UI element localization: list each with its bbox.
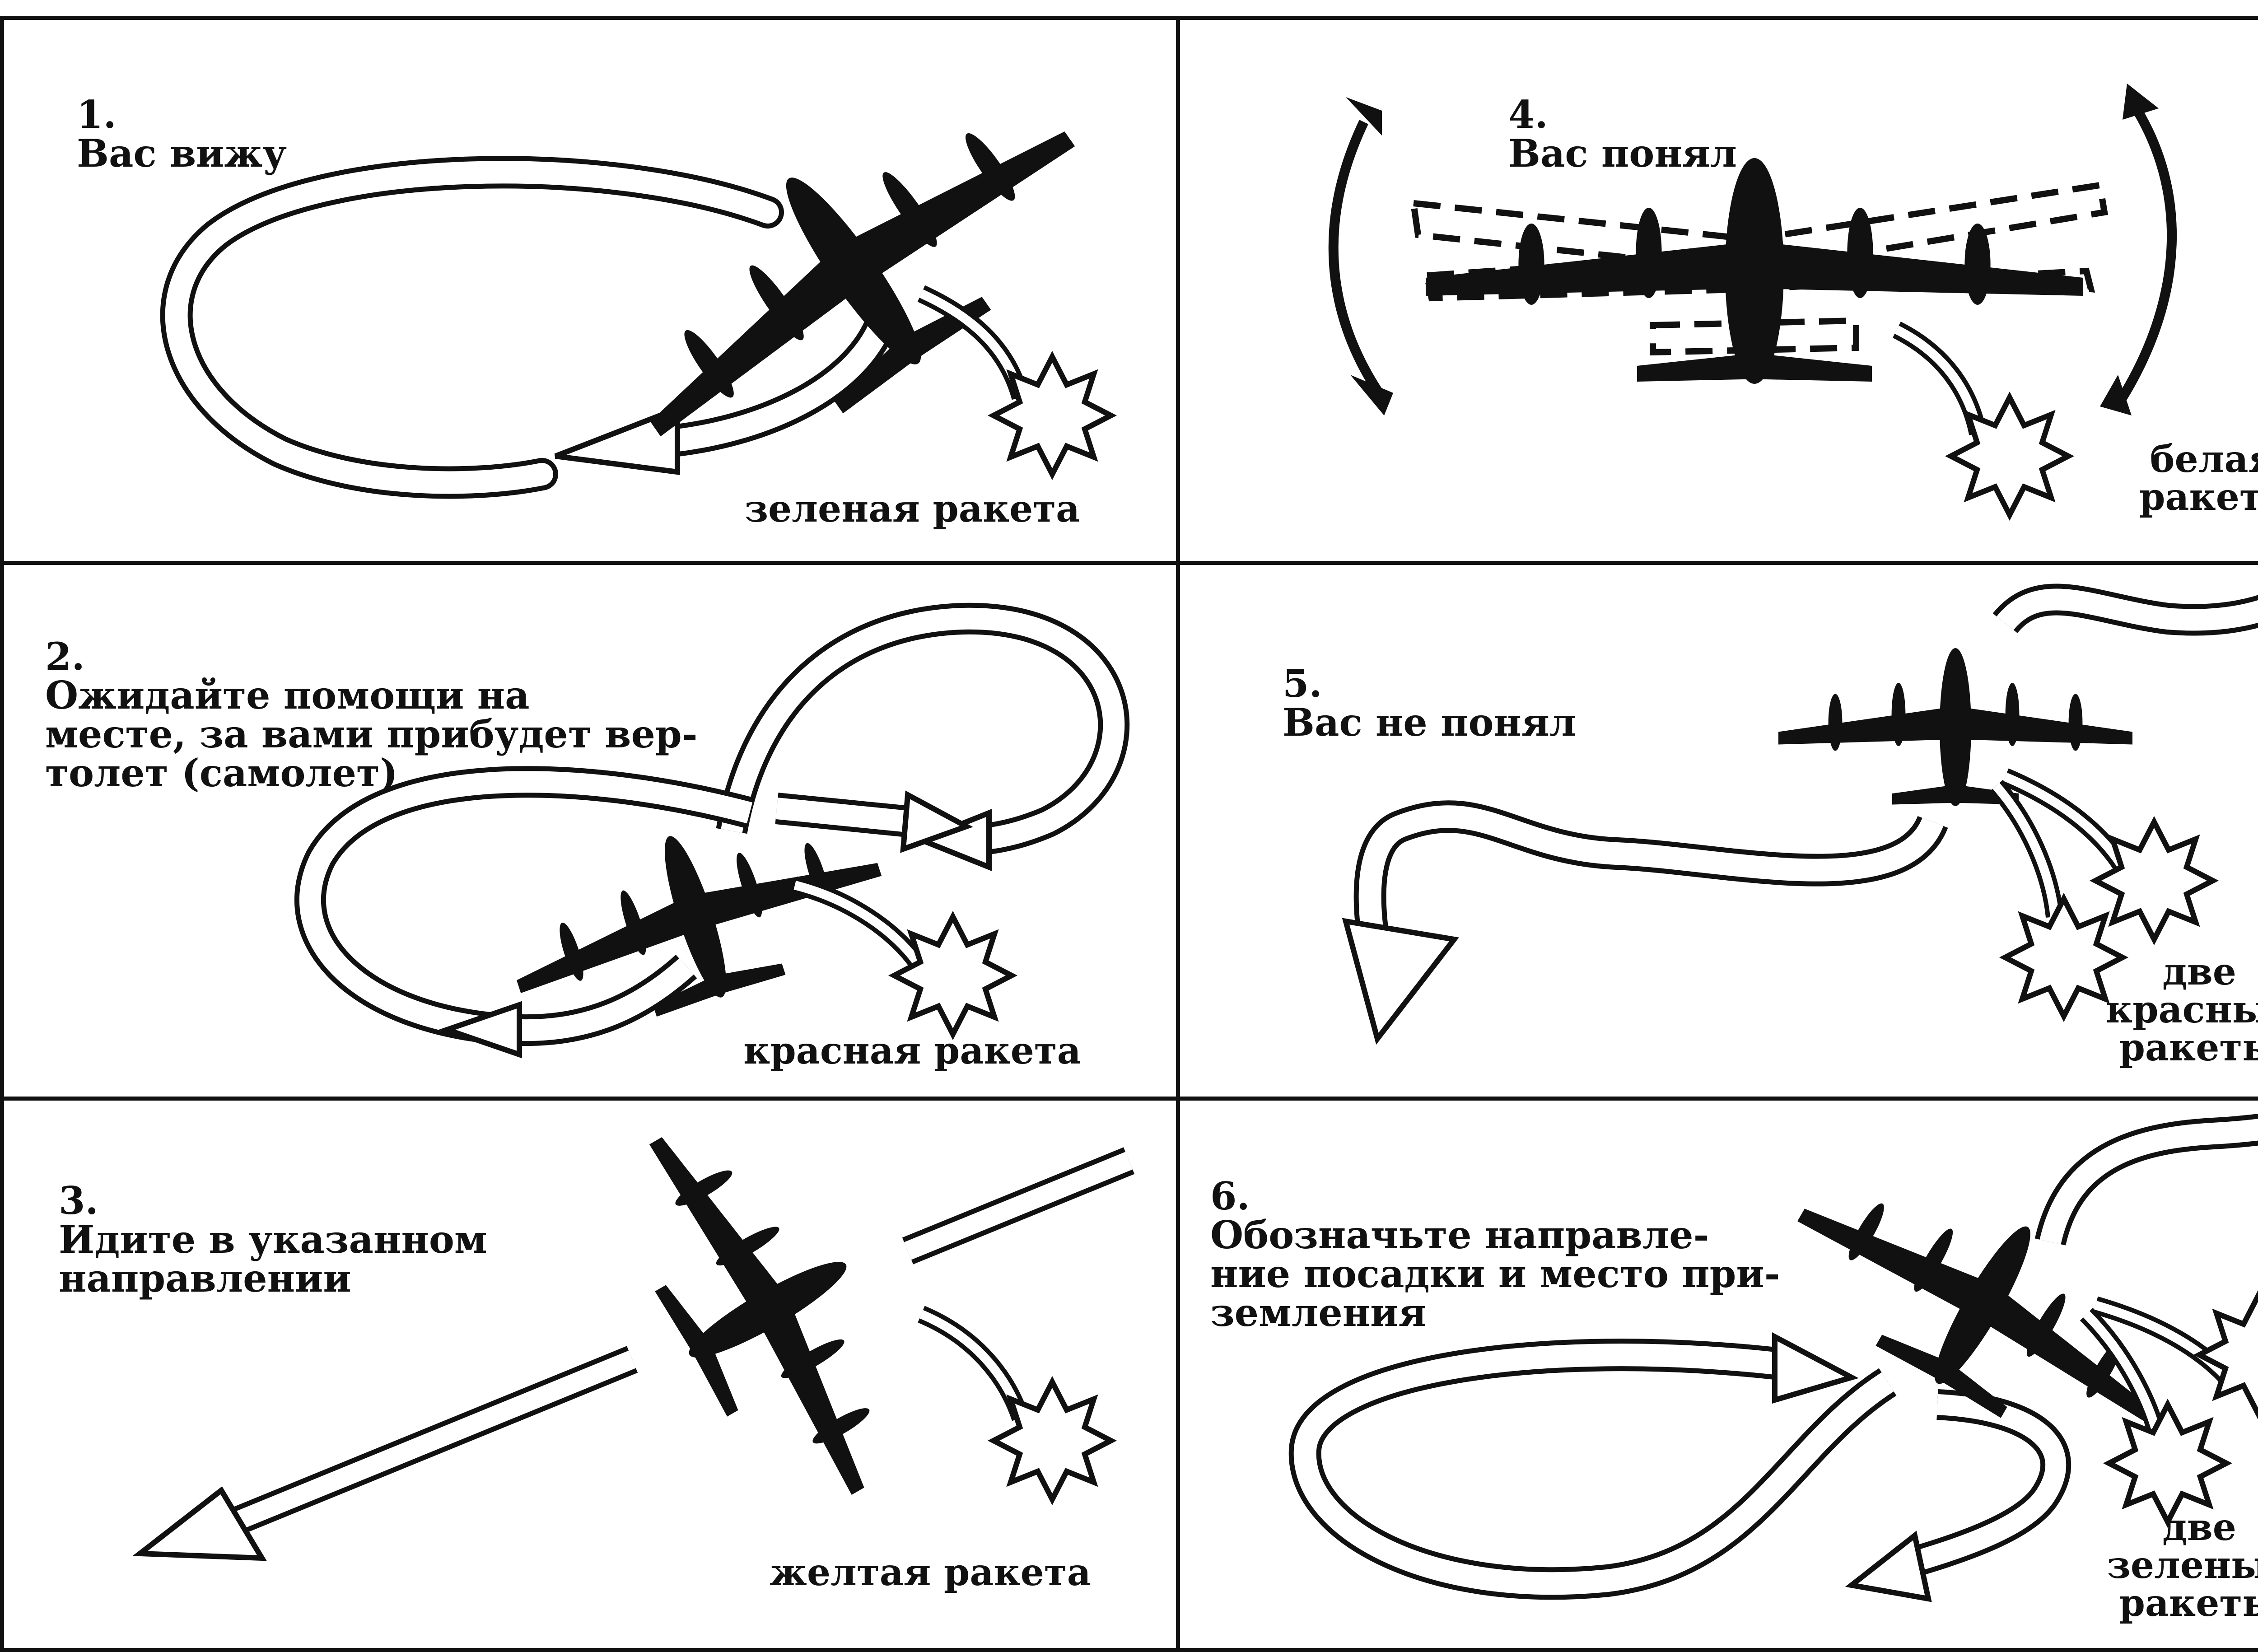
panel-4-flare-trail [1897,330,1978,434]
panel-5-airplane [1778,648,2132,806]
panel-2-flare-star [894,917,1012,1034]
panel-2-flare-trail [795,885,917,962]
panel-5-title-text: Вас не понял [1283,700,1576,745]
panel-1-title-text: Вас вижу [77,131,287,176]
panel-6-caption: две зеленые ракеты [2086,1508,2258,1622]
panel-6-title-text: Обозначьте направле- ние посадки и место… [1210,1213,1780,1335]
panel-6-title: 6. Обозначьте направле- ние посадки и ме… [1210,1138,1843,1332]
panel-2-title: 2. Ожидайте помощи на месте, за вами при… [45,598,723,793]
panel-4-airplane [1426,158,2083,384]
panel-6-number: 6. [1210,1174,1250,1218]
panel-2-number: 2. [45,634,85,679]
panel-1-flare-star [994,357,1111,474]
panel-5-number: 5. [1283,661,1322,706]
panel-6-flare-star-2 [2109,1405,2226,1522]
panel-2-title-text: Ожидайте помощи на месте, за вами прибуд… [45,673,698,795]
panel-4-flare-star [1951,397,2068,515]
panel-3-flare-star [994,1382,1111,1499]
panel-4-title: 4. Вас понял [1508,56,1737,173]
panel-5-title: 5. Вас не понял [1283,625,1576,742]
panel-5-caption: две красные ракеты [2086,953,2258,1067]
panel-2-caption: красная ракета [741,1032,1084,1070]
panel-6-flare-star-1 [2199,1296,2258,1414]
panel-1-caption: зеленая ракета [741,490,1084,528]
panel-3-title-text: Идите в указанном направлении [59,1217,487,1301]
panel-1-number: 1. [77,92,117,137]
panel-4-rock-arrow-left [1334,97,1393,415]
panel-4-caption: белая ракета [2123,440,2258,516]
panel-4-title-text: Вас понял [1508,131,1737,176]
panel-3-number: 3. [59,1178,98,1223]
panel-3-flare-trail [921,1314,1021,1418]
panel-1-title: 1. Вас вижу [77,56,287,173]
panel-5-flare-star-1 [2095,822,2213,939]
panel-4-rock-arrow-right [2100,84,2172,415]
panel-3-title: 3. Идите в указанном направлении [59,1143,736,1298]
panel-3-caption: желтая ракета [759,1554,1102,1591]
panel-4-number: 4. [1508,92,1548,137]
